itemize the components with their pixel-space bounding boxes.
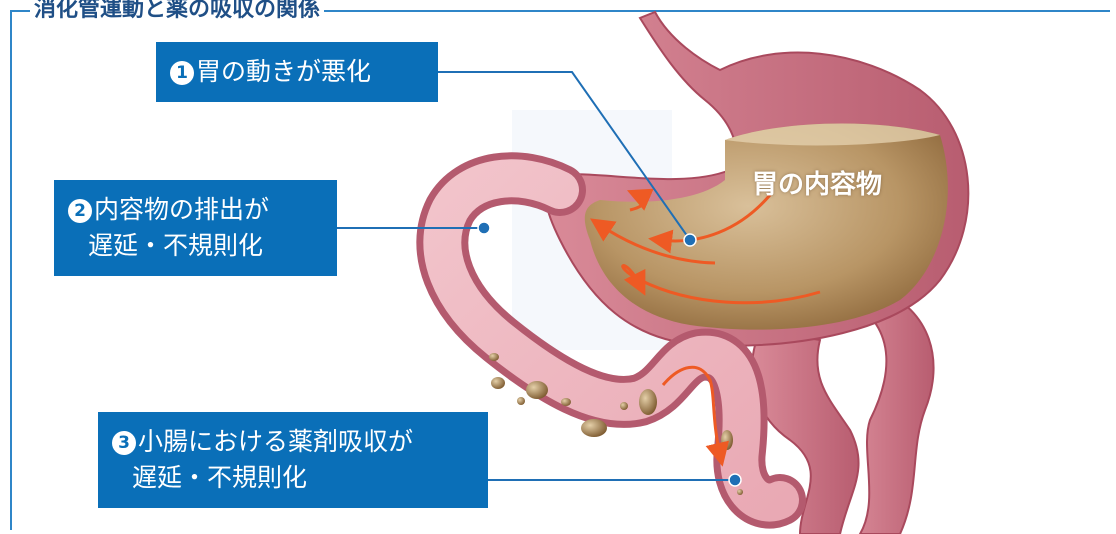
callout-2-text-1: 内容物の排出が: [94, 195, 269, 224]
callout-2-number: 2: [68, 199, 92, 223]
callout-3-text-1: 小腸における薬剤吸収が: [138, 427, 413, 456]
callout-1-text: 胃の動きが悪化: [196, 57, 371, 86]
stomach-contents-label: 胃の内容物: [752, 164, 882, 201]
callout-3-text-2: 遅延・不規則化: [112, 460, 474, 496]
callout-2-text-2: 遅延・不規則化: [68, 228, 323, 264]
callout-1-number: 1: [170, 61, 194, 85]
callout-3-number: 3: [112, 431, 136, 455]
